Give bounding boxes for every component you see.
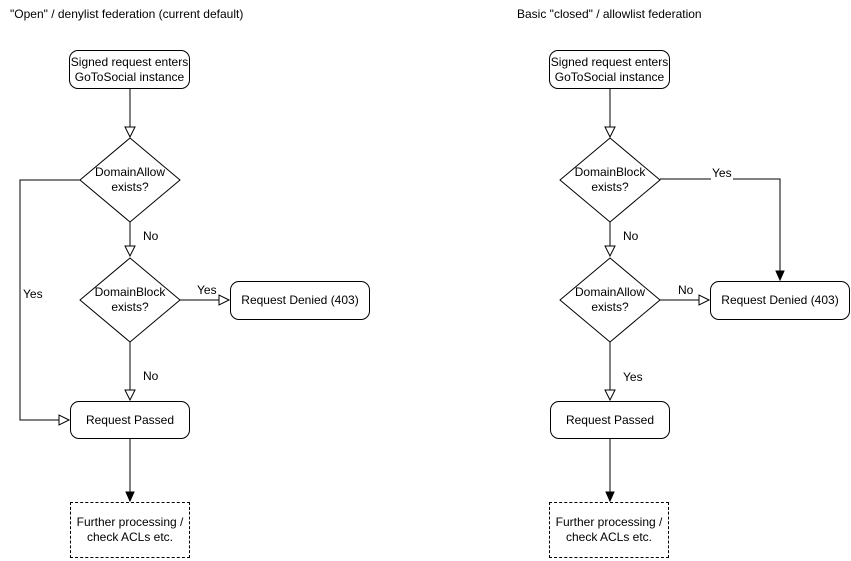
left-start-node: Signed request enters GoToSocial instanc… (69, 50, 190, 89)
left-edge-label-yes: Yes (22, 287, 44, 301)
left-further-processing-node: Further processing / check ACLs etc. (70, 502, 190, 558)
right-arrow-passed-to-further (605, 439, 615, 503)
right-edge-label-no-1: No (622, 229, 640, 243)
left-edge-label-no-2: No (142, 369, 160, 383)
left-arrow-decision1-yes-to-passed (19, 179, 80, 426)
right-arrow-decision2-to-denied (660, 294, 711, 306)
right-arrow-start-to-decision1 (604, 89, 616, 139)
left-arrow-decision1-to-decision2 (124, 222, 136, 258)
left-request-denied-node: Request Denied (403) (230, 281, 370, 320)
right-further-processing-node: Further processing / check ACLs etc. (549, 502, 669, 558)
left-request-passed-node: Request Passed (70, 401, 190, 439)
left-arrow-decision2-to-passed (124, 342, 136, 402)
right-arrow-decision2-to-passed (604, 342, 616, 402)
right-edge-label-yes-2: Yes (622, 370, 644, 384)
left-arrow-start-to-decision1 (124, 89, 136, 139)
right-arrow-decision1-to-decision2 (604, 222, 616, 258)
right-start-node: Signed request enters GoToSocial instanc… (549, 50, 670, 89)
right-chart-title: Basic "closed" / allowlist federation (517, 7, 702, 21)
left-chart-title: "Open" / denylist federation (current de… (10, 7, 244, 21)
right-decision2-label: DomainAllow exists? (574, 285, 646, 314)
right-decision1-label: DomainBlock exists? (574, 165, 646, 194)
left-edge-label-yes-2: Yes (196, 283, 218, 297)
right-request-denied-node: Request Denied (403) (710, 281, 850, 320)
right-request-passed-node: Request Passed (550, 401, 670, 439)
left-arrow-decision2-to-denied (180, 294, 231, 306)
left-decision1-label: DomainAllow exists? (94, 165, 166, 194)
left-edge-label-no-1: No (142, 229, 160, 243)
left-arrow-passed-to-further (125, 439, 135, 503)
right-edge-label-no-2: No (677, 283, 695, 297)
right-edge-label-yes-1: Yes (711, 166, 733, 180)
left-decision2-label: DomainBlock exists? (94, 285, 166, 314)
right-arrow-decision1-yes-to-denied (660, 178, 785, 282)
